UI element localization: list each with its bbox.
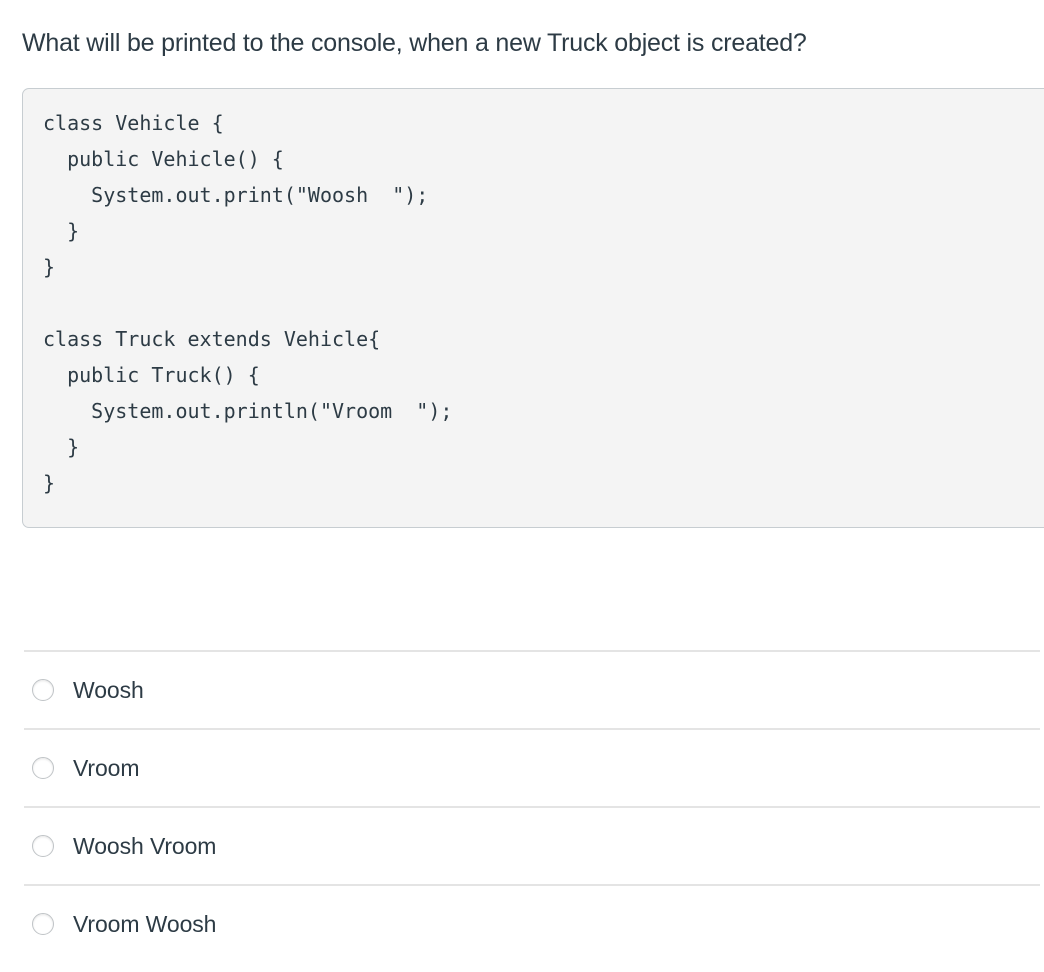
radio-button-icon-3[interactable] [32,835,54,857]
answer-option-label-2: Vroom [73,755,140,781]
answer-option-4[interactable]: Vroom Woosh [24,884,1040,962]
radio-button-icon-2[interactable] [32,757,54,779]
answer-options-list: Woosh Vroom Woosh Vroom Vroom Woosh [24,650,1040,962]
answer-option-1[interactable]: Woosh [24,650,1040,728]
radio-button-icon-1[interactable] [32,679,54,701]
radio-button-icon-4[interactable] [32,913,54,935]
code-snippet-block: class Vehicle { public Vehicle() { Syste… [22,88,1044,528]
answer-option-label-3: Woosh Vroom [73,833,217,859]
code-snippet-text: class Vehicle { public Vehicle() { Syste… [43,111,453,495]
answer-option-3[interactable]: Woosh Vroom [24,806,1040,884]
answer-option-2[interactable]: Vroom [24,728,1040,806]
question-prompt: What will be printed to the console, whe… [22,29,807,57]
answer-option-label-1: Woosh [73,677,144,703]
answer-option-label-4: Vroom Woosh [73,911,217,937]
